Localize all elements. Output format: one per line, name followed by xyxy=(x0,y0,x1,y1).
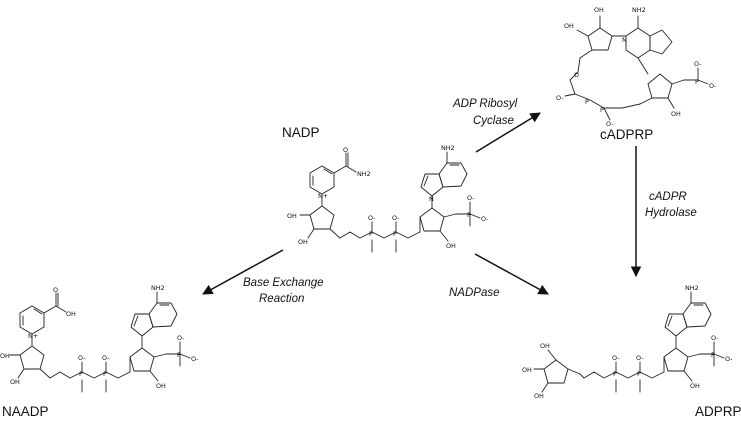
reaction-label-base-exchange-line2: Reaction xyxy=(259,293,304,305)
compound-label-cadprp: cADPRP xyxy=(600,127,653,142)
naadp-atom-labels: OH O N+ OH OH P P O- O- OH P O- O- NH2 xyxy=(0,284,199,390)
naadp-o-minus-label-3: O- xyxy=(177,334,185,342)
reaction-label-adp-ribosyl-cyclase-line1: ADP Ribosyl xyxy=(452,98,518,110)
cadprp-p-label-3: P xyxy=(695,78,699,86)
cadprp-oh-label-1: OH xyxy=(564,22,574,30)
nadp-p-label-3: P xyxy=(467,211,471,219)
compound-label-naadp: NAADP xyxy=(2,404,49,419)
nadp-o-minus-label-1: O- xyxy=(368,214,376,222)
adprp-o-minus-label-4: O- xyxy=(725,355,733,363)
nadp-nh2-label-2: NH2 xyxy=(441,144,455,152)
naadp-o-label: O xyxy=(53,286,58,294)
adprp-oh-label-4: OH xyxy=(690,382,700,390)
naadp-o-minus-label-1: O- xyxy=(78,354,86,362)
arrow-nadpase xyxy=(474,253,549,295)
adprp-oh-label-1: OH xyxy=(540,342,550,350)
nadp-o-minus-label-2: O- xyxy=(392,214,400,222)
cadprp-o-label: O xyxy=(574,71,579,79)
nadp-p-label-2: P xyxy=(393,230,397,238)
naadp-oh-label-1: OH xyxy=(66,310,76,318)
adprp-p-label-1: P xyxy=(613,370,617,378)
reaction-label-adp-ribosyl-cyclase-line2: Cyclase xyxy=(473,115,514,127)
nadp-oh-label-2: OH xyxy=(298,238,308,246)
naadp-structure xyxy=(9,291,191,393)
reaction-label-cadpr-hydrolase-line2: Hydrolase xyxy=(645,207,697,219)
cadprp-structure xyxy=(564,15,709,121)
adprp-p-label-3: P xyxy=(711,351,715,359)
adprp-oh-label-2: OH xyxy=(522,366,532,374)
cadprp-o-minus-label-1: O- xyxy=(556,94,564,102)
reaction-label-cadpr-hydrolase-line1: cADPR xyxy=(649,191,687,203)
cadprp-o-minus-label-3: O- xyxy=(694,60,702,68)
adprp-p-label-2: P xyxy=(637,370,641,378)
nadp-o-label: O xyxy=(343,146,348,154)
nadp-p-label-1: P xyxy=(369,230,373,238)
cadprp-p-label-1: P xyxy=(585,98,589,106)
cadprp-o-minus-label-4: O- xyxy=(709,82,717,90)
cadprp-p-label-2: P xyxy=(600,106,604,114)
nadp-oh-label-3: OH xyxy=(446,242,456,250)
naadp-n-plus-label: N+ xyxy=(28,332,38,340)
nadp-structure xyxy=(299,151,481,253)
nadp-o-minus-label-3: O- xyxy=(467,194,475,202)
nadp-atom-labels: NH2 O N+ OH OH P P O- O- OH P O- O- NH2 … xyxy=(287,144,489,250)
nadp-o-minus-label-4: O- xyxy=(481,215,489,223)
naadp-p-label-1: P xyxy=(79,370,83,378)
naadp-nh2-label: NH2 xyxy=(151,284,165,292)
adprp-atom-labels: OH OH OH P P O- O- OH P O- O- NH2 xyxy=(522,284,733,400)
adprp-oh-label-3: OH xyxy=(534,392,544,400)
cadprp-oh-label-2: OH xyxy=(594,6,604,14)
compound-label-adprp: ADPRP xyxy=(695,404,741,419)
adprp-structure xyxy=(533,291,725,393)
adprp-o-minus-label-3: O- xyxy=(711,334,719,342)
compound-label-nadp: NADP xyxy=(282,125,320,140)
nadp-oh-label-1: OH xyxy=(287,212,297,220)
nadp-n-plus-label: N+ xyxy=(318,192,328,200)
adprp-nh2-label: NH2 xyxy=(685,284,699,292)
naadp-p-label-2: P xyxy=(103,370,107,378)
arrow-base-exchange xyxy=(202,249,284,295)
nadp-nh2-label: NH2 xyxy=(357,170,371,178)
reaction-label-nadpase: NADPase xyxy=(449,287,500,299)
naadp-o-minus-label-4: O- xyxy=(191,355,199,363)
cadprp-atom-labels: OH OH NH2 N O O- P P O- P O- O- OH xyxy=(556,6,717,128)
arrow-adp-ribosyl-cyclase xyxy=(475,112,541,153)
cadprp-o-minus-label-2: O- xyxy=(606,120,614,128)
adprp-o-minus-label-1: O- xyxy=(612,354,620,362)
naadp-oh-label-4: OH xyxy=(156,382,166,390)
cadprp-n-label: N xyxy=(622,36,627,44)
cadprp-oh-label-3: OH xyxy=(671,110,681,118)
cadprp-nh2-label: NH2 xyxy=(632,6,646,14)
naadp-oh-label-2: OH xyxy=(0,352,10,360)
naadp-o-minus-label-2: O- xyxy=(102,354,110,362)
naadp-oh-label-3: OH xyxy=(10,378,20,386)
reaction-label-base-exchange-line1: Base Exchange xyxy=(243,277,324,289)
naadp-p-label-3: P xyxy=(177,351,181,359)
adprp-o-minus-label-2: O- xyxy=(636,354,644,362)
nadp-n-label: N xyxy=(429,195,434,203)
